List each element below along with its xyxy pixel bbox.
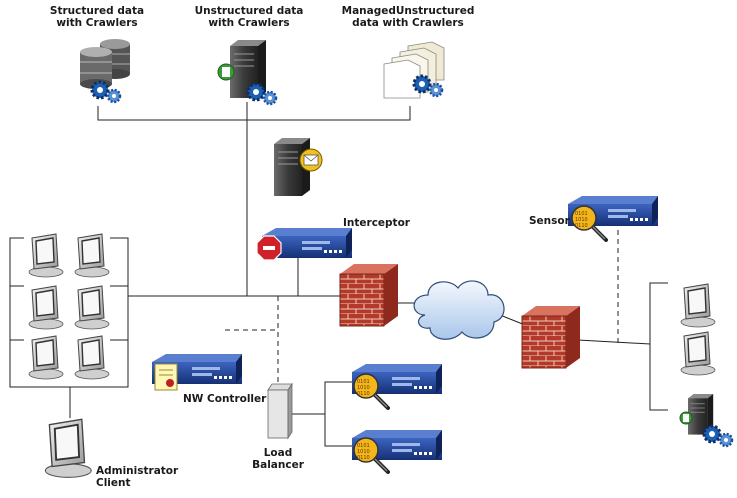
firewall-icon xyxy=(521,305,581,369)
nw-controller-node xyxy=(152,354,242,391)
mail-icon xyxy=(299,148,323,172)
sensor-node xyxy=(568,196,658,242)
managed-data-label-1: ManagedUnstructured xyxy=(342,5,475,17)
certificate-icon xyxy=(154,363,178,391)
gear-icon xyxy=(702,424,734,448)
monitor-icon xyxy=(28,335,64,380)
structured-data-label-2: with Crawlers xyxy=(56,17,137,29)
administrator-label-1: Administrator xyxy=(96,465,179,477)
unstructured-data-label-2: with Crawlers xyxy=(208,17,289,29)
stop-sign-icon xyxy=(256,235,282,261)
database-icon xyxy=(80,39,130,89)
nw-controller-label: NW Controller xyxy=(183,393,267,405)
administrator-client-node xyxy=(44,418,93,479)
connections xyxy=(9,102,668,447)
document-badge-icon xyxy=(217,63,235,81)
monitor-icon xyxy=(74,335,110,380)
remote-group xyxy=(679,283,734,448)
managed-data-label-2: data with Crawlers xyxy=(352,17,464,29)
structured-data-node xyxy=(80,39,130,104)
monitor-icon xyxy=(28,233,64,278)
load-balancer-icon xyxy=(267,382,293,440)
monitor-icon xyxy=(74,285,110,330)
analyzer-node xyxy=(352,364,442,410)
interceptor-node xyxy=(256,228,352,261)
unstructured-data-label-1: Unstructured data xyxy=(195,5,304,17)
mail-server-node xyxy=(273,137,323,197)
structured-data-label-1: Structured data xyxy=(50,5,144,17)
firewall-icon xyxy=(339,263,399,327)
sensor-label: Sensor xyxy=(529,215,571,227)
monitor-icon xyxy=(680,331,716,376)
interceptor-label: Interceptor xyxy=(343,217,411,229)
analyzer-node xyxy=(352,430,442,474)
monitor-icon xyxy=(44,418,93,479)
client-group xyxy=(28,233,110,380)
load-balancer-label-1: Load xyxy=(264,447,293,459)
monitor-icon xyxy=(74,233,110,278)
load-balancer-label-2: Balancer xyxy=(252,459,305,471)
gear-icon xyxy=(90,80,122,104)
gear-icon xyxy=(246,82,278,106)
managed-unstructured-node xyxy=(383,41,445,99)
unstructured-data-node xyxy=(217,39,278,106)
document-badge-icon xyxy=(679,411,693,425)
monitor-icon xyxy=(28,285,64,330)
monitor-icon xyxy=(680,283,716,328)
administrator-label-2: Client xyxy=(96,477,131,489)
internet-cloud-icon xyxy=(413,280,505,340)
